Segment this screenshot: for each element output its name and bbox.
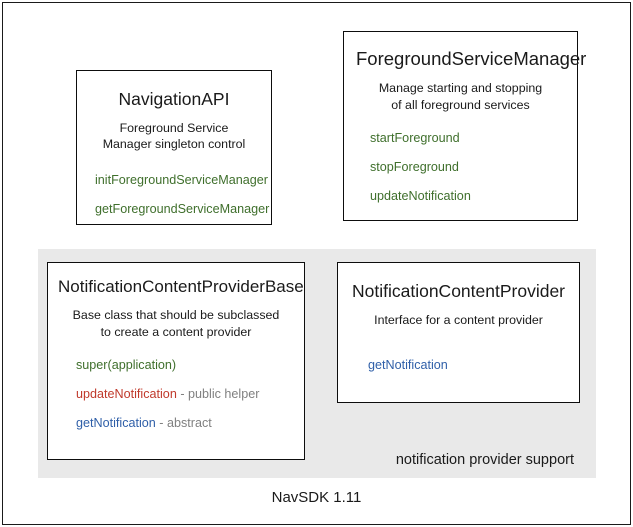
method-item[interactable]: startForeground <box>370 131 565 146</box>
method-name: updateNotification <box>76 387 177 402</box>
class-box-notification-content-provider[interactable]: NotificationContentProvider Interface fo… <box>337 262 580 403</box>
method-item[interactable]: initForegroundServiceManager <box>95 173 268 188</box>
class-description-line-2: of all foreground services <box>391 97 530 112</box>
method-name: updateNotification <box>370 189 471 204</box>
class-title-foreground-service-manager: ForegroundServiceManager <box>356 48 587 69</box>
class-box-notification-content-provider-base[interactable]: NotificationContentProviderBase Base cla… <box>47 262 305 460</box>
method-item[interactable]: getNotification <box>368 358 567 373</box>
class-description-line-2: to create a content provider <box>100 324 252 339</box>
method-item[interactable]: getNotification - abstract <box>76 416 294 431</box>
method-item[interactable]: stopForeground <box>370 160 565 175</box>
class-box-navigation-api[interactable]: NavigationAPI Foreground Service Manager… <box>76 70 272 225</box>
class-description-line-1: Base class that should be subclassed <box>72 308 280 323</box>
method-name: stopForeground <box>370 160 459 175</box>
class-description-notification-content-provider: Interface for a content provider <box>350 312 567 328</box>
method-list-navigation-api: initForegroundServiceManager getForegrou… <box>87 173 269 217</box>
method-name: getForegroundServiceManager <box>95 201 270 216</box>
class-description-foreground-service-manager: Manage starting and stopping of all fore… <box>356 80 565 113</box>
class-description-line-1: Foreground Service <box>119 121 229 135</box>
figure-caption: NavSDK 1.11 <box>271 489 362 506</box>
class-description-notification-content-provider-base: Base class that should be subclassed to … <box>58 307 294 340</box>
class-description-line-1: Manage starting and stopping <box>378 81 543 96</box>
group-label: notification provider support <box>395 452 574 468</box>
method-note: - abstract <box>155 416 212 431</box>
class-description-line-1: Interface for a content provider <box>374 313 543 327</box>
method-name: initForegroundServiceManager <box>95 172 268 187</box>
method-item[interactable]: super(application) <box>76 358 294 373</box>
method-item[interactable]: updateNotification - public helper <box>76 387 294 402</box>
class-title-notification-content-provider: NotificationContentProvider <box>351 281 566 301</box>
method-list-notification-content-provider: getNotification <box>350 358 567 373</box>
class-title-navigation-api: NavigationAPI <box>118 89 230 109</box>
class-description-navigation-api: Foreground Service Manager singleton con… <box>87 120 261 153</box>
method-list-notification-content-provider-base: super(application) updateNotification - … <box>58 358 294 431</box>
method-name: getNotification <box>368 358 448 373</box>
method-name: startForeground <box>370 130 460 145</box>
method-list-foreground-service-manager: startForeground stopForeground updateNot… <box>356 131 565 204</box>
class-description-line-2: Manager singleton control <box>102 137 246 152</box>
class-box-foreground-service-manager[interactable]: ForegroundServiceManager Manage starting… <box>343 31 587 221</box>
method-name: getNotification <box>76 416 156 431</box>
method-name: super(application) <box>76 358 177 373</box>
method-item[interactable]: getForegroundServiceManager <box>95 202 269 217</box>
method-item[interactable]: updateNotification <box>370 189 565 204</box>
class-title-notification-content-provider-base: NotificationContentProviderBase <box>58 277 304 296</box>
method-note: - public helper <box>176 387 260 402</box>
